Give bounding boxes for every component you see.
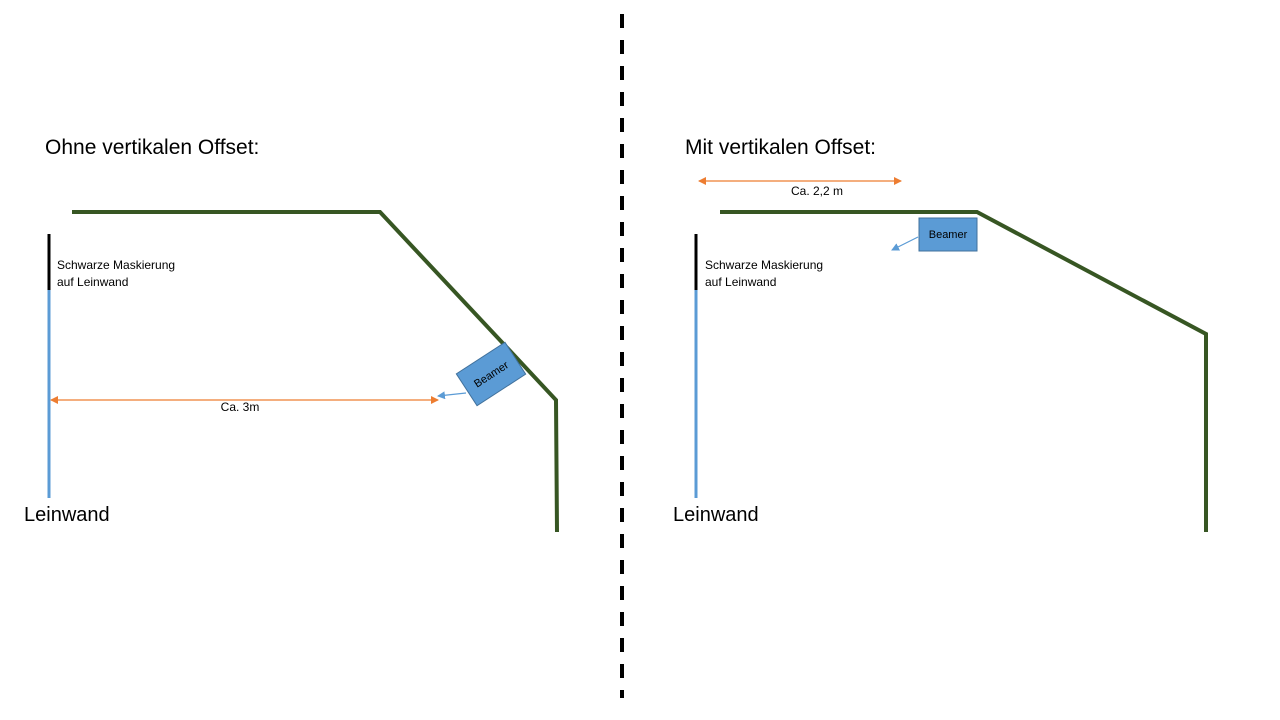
right-mask-label-line2: auf Leinwand — [705, 275, 776, 289]
left-beamer: Beamer — [455, 341, 527, 407]
left-room-wall — [72, 210, 559, 533]
right-beamer-label: Beamer — [929, 229, 968, 241]
left-screen-label: Leinwand — [24, 504, 110, 526]
left-title: Ohne vertikalen Offset: — [45, 136, 259, 159]
left-mask-label-line2: auf Leinwand — [57, 275, 128, 289]
left-distance-label: Ca. 3m — [221, 400, 260, 414]
right-distance-label: Ca. 2,2 m — [791, 184, 843, 198]
right-beamer: Beamer — [918, 217, 978, 252]
right-mask-label-line1: Schwarze Maskierung — [705, 258, 823, 272]
left-beam-arrow — [437, 391, 467, 400]
right-panel: Mit vertikalen Offset: Ca. 2,2 m Beamer … — [673, 136, 1208, 532]
right-beam-arrow — [891, 236, 919, 251]
right-screen-label: Leinwand — [673, 504, 759, 526]
left-panel: Ohne vertikalen Offset: Schwarze Maskier… — [24, 136, 559, 533]
right-title: Mit vertikalen Offset: — [685, 136, 876, 159]
left-mask-label-line1: Schwarze Maskierung — [57, 258, 175, 272]
right-room-wall — [720, 210, 1208, 532]
